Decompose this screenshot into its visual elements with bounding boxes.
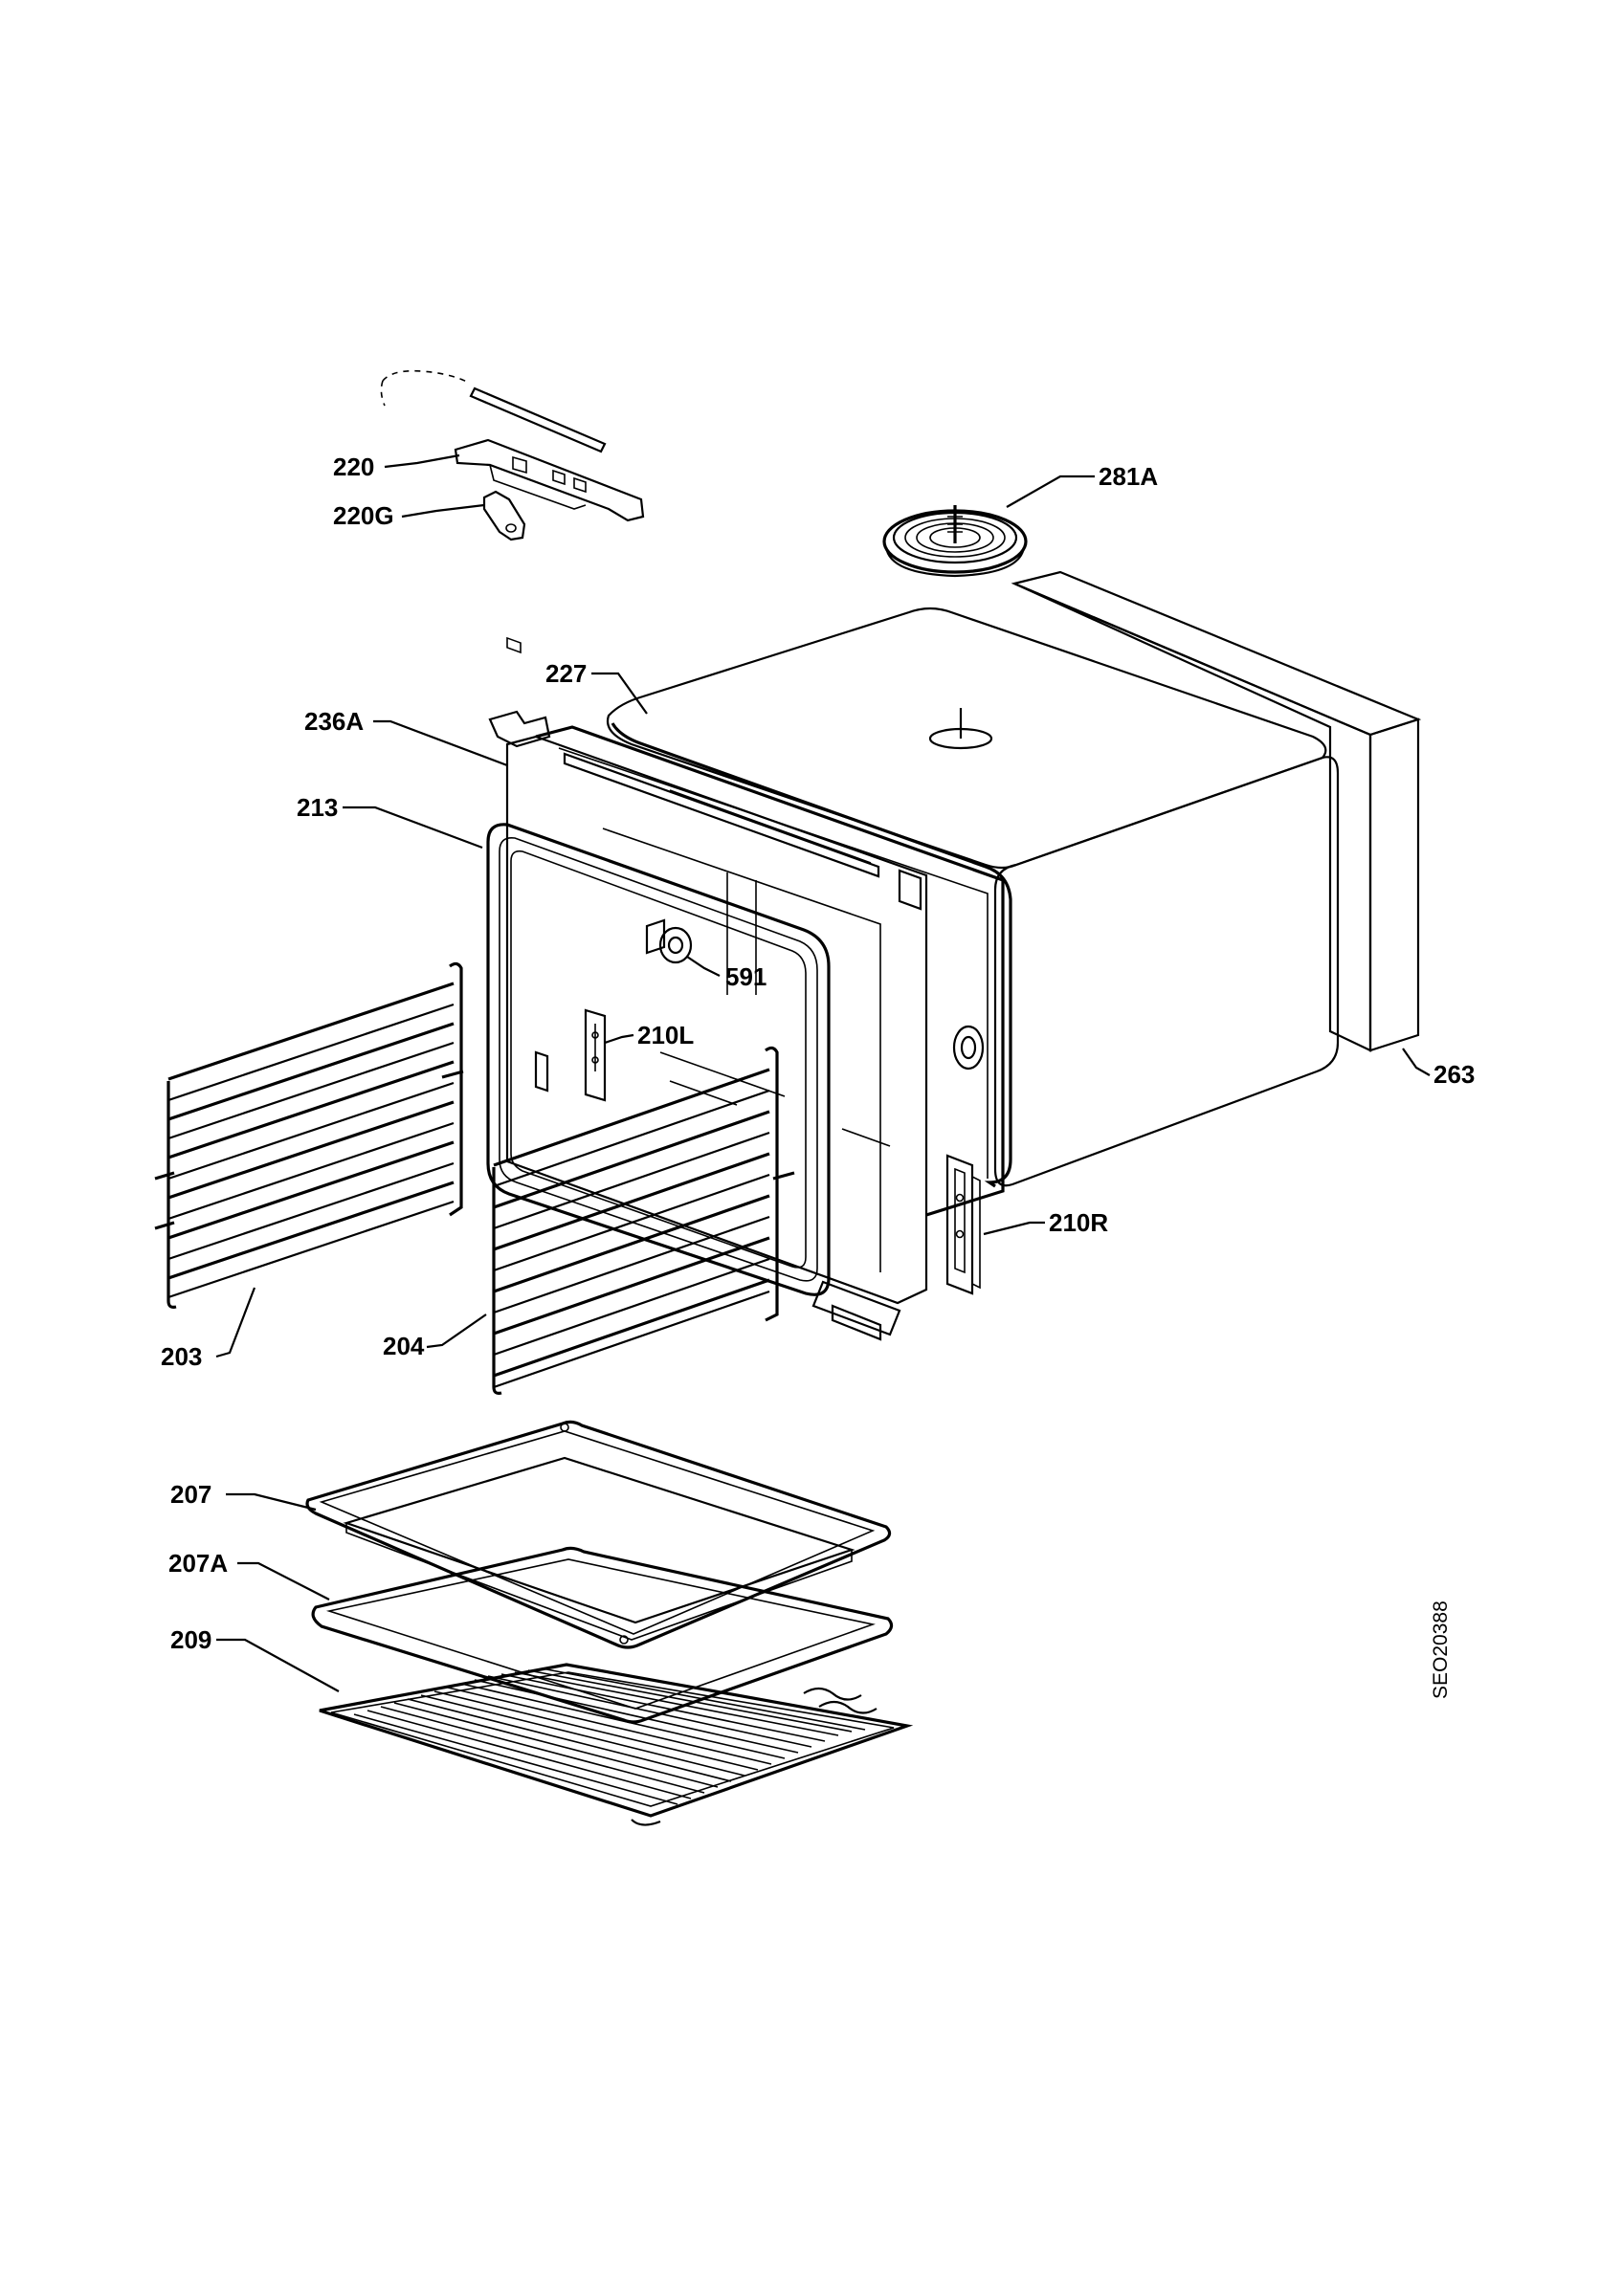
lamp-holder-591 bbox=[645, 918, 693, 964]
leader-lines bbox=[215, 453, 1431, 1692]
callout-591: 591 bbox=[725, 962, 767, 991]
callout-236A: 236A bbox=[304, 707, 364, 736]
callout-281A: 281A bbox=[1099, 462, 1158, 491]
baking-tray-207 bbox=[305, 1420, 892, 1649]
clip-220G bbox=[482, 490, 526, 541]
callout-210L: 210L bbox=[637, 1021, 694, 1049]
document-code: SEO20388 bbox=[1430, 1601, 1452, 1699]
callout-210R: 210R bbox=[1049, 1208, 1108, 1237]
door-gasket-213 bbox=[486, 823, 831, 1296]
callout-220G: 220G bbox=[333, 501, 394, 530]
right-side-rack-204 bbox=[492, 1046, 795, 1395]
callout-213: 213 bbox=[297, 793, 338, 822]
grid-shelf-209 bbox=[319, 1663, 914, 1826]
top-bracket-220 bbox=[380, 369, 645, 654]
callout-203: 203 bbox=[161, 1342, 202, 1371]
left-shelf-bracket-210L bbox=[584, 1008, 607, 1102]
callout-220: 220 bbox=[333, 453, 374, 481]
callout-227: 227 bbox=[545, 659, 587, 688]
rear-insulation-panel-263 bbox=[1011, 570, 1422, 1052]
callout-labels: 220 220G 281A 227 236A 213 591 210L 263 … bbox=[161, 453, 1475, 1654]
oven-cavity-227 bbox=[606, 607, 1340, 1188]
callout-207: 207 bbox=[170, 1480, 211, 1509]
fan-cover-281A bbox=[882, 505, 1028, 578]
callout-207A: 207A bbox=[168, 1549, 228, 1578]
right-shelf-bracket-210R bbox=[945, 1154, 981, 1295]
callout-263: 263 bbox=[1433, 1060, 1475, 1089]
callout-209: 209 bbox=[170, 1625, 211, 1654]
callout-204: 204 bbox=[383, 1332, 425, 1360]
left-side-rack-203 bbox=[154, 961, 464, 1309]
